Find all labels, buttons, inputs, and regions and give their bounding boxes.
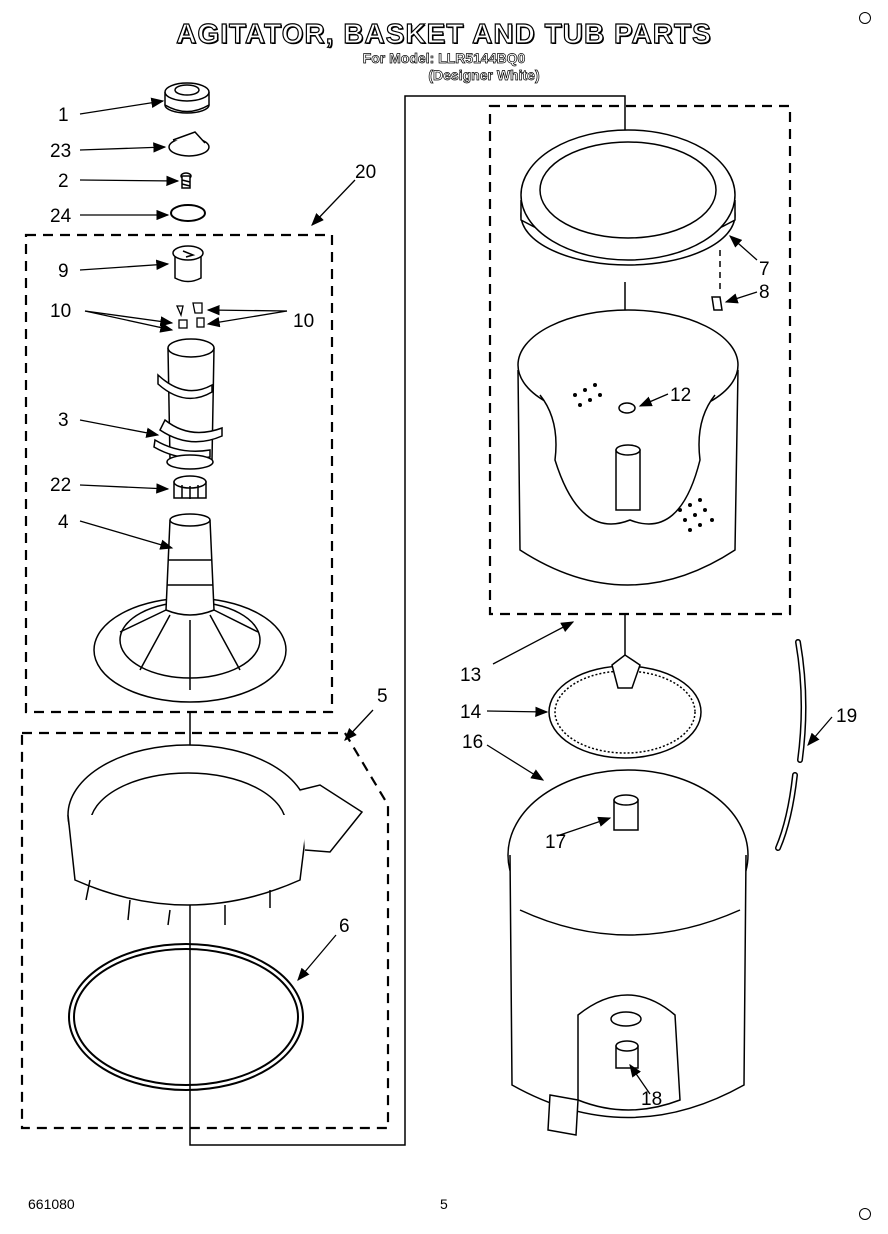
callout-label: 4 bbox=[58, 512, 69, 533]
tub-seal-hub-part bbox=[613, 794, 639, 831]
callout-label: 16 bbox=[462, 732, 483, 753]
balance-ring-part bbox=[520, 129, 736, 266]
callout-labels: 1 23 2 24 20 9 10 10 3 22 4 5 6 7 8 12 1… bbox=[50, 105, 857, 1110]
basket-perforations bbox=[573, 383, 714, 532]
callout-label: 8 bbox=[759, 282, 770, 303]
callout-label: 12 bbox=[670, 385, 691, 406]
callout-label: 10 bbox=[293, 311, 314, 332]
basket-group-box bbox=[488, 104, 792, 616]
callout-label: 23 bbox=[50, 141, 71, 162]
tub-ring-group-box bbox=[20, 731, 390, 1130]
page-title: AGITATOR, BASKET AND TUB PARTS bbox=[176, 17, 712, 49]
tub-seal-part bbox=[68, 943, 304, 1091]
callout-label: 19 bbox=[836, 706, 857, 727]
corner-circle-bottom bbox=[859, 1208, 871, 1220]
clip-part bbox=[711, 296, 723, 311]
drive-hub-part bbox=[548, 654, 702, 759]
outer-tub-part bbox=[507, 769, 749, 1136]
callout-label: 5 bbox=[377, 686, 388, 707]
clutch-part bbox=[173, 475, 207, 499]
callout-label: 7 bbox=[759, 259, 770, 280]
agitator-dogs-part bbox=[175, 302, 205, 329]
callout-label: 22 bbox=[50, 475, 71, 496]
color-line: (Designer White) bbox=[428, 67, 540, 84]
page-number: 5 bbox=[440, 1196, 448, 1212]
callout-label: 6 bbox=[339, 916, 350, 937]
callout-label: 3 bbox=[58, 410, 69, 431]
callout-label: 10 bbox=[50, 301, 71, 322]
hose-part bbox=[775, 639, 807, 851]
basket-nut-part bbox=[618, 402, 636, 414]
agitator-group-box bbox=[24, 233, 334, 714]
shaft-connector-line bbox=[189, 95, 626, 1146]
agitator-cap-part bbox=[164, 82, 210, 114]
drain-seal-part bbox=[615, 1040, 639, 1069]
corner-circle-top bbox=[859, 12, 871, 24]
callout-label: 18 bbox=[641, 1089, 662, 1110]
bolt-part bbox=[180, 172, 192, 189]
callout-label: 2 bbox=[58, 171, 69, 192]
callout-label: 20 bbox=[355, 162, 376, 183]
o-ring-part bbox=[170, 204, 206, 222]
callout-label: 24 bbox=[50, 206, 72, 227]
document-number: 661080 bbox=[28, 1196, 75, 1212]
cam-part bbox=[172, 245, 204, 283]
wash-basket-part bbox=[517, 309, 739, 586]
callout-label: 14 bbox=[460, 702, 482, 723]
callout-label: 17 bbox=[545, 832, 566, 853]
agitator-base-part bbox=[93, 513, 287, 703]
callout-label: 9 bbox=[58, 261, 69, 282]
callout-label: 13 bbox=[460, 665, 481, 686]
model-line: For Model: LLR5144BQ0 bbox=[362, 50, 526, 67]
callout-label: 1 bbox=[58, 105, 69, 126]
auger-part bbox=[153, 338, 223, 470]
cap-insert-part bbox=[168, 131, 210, 157]
tub-ring-part bbox=[67, 744, 364, 926]
